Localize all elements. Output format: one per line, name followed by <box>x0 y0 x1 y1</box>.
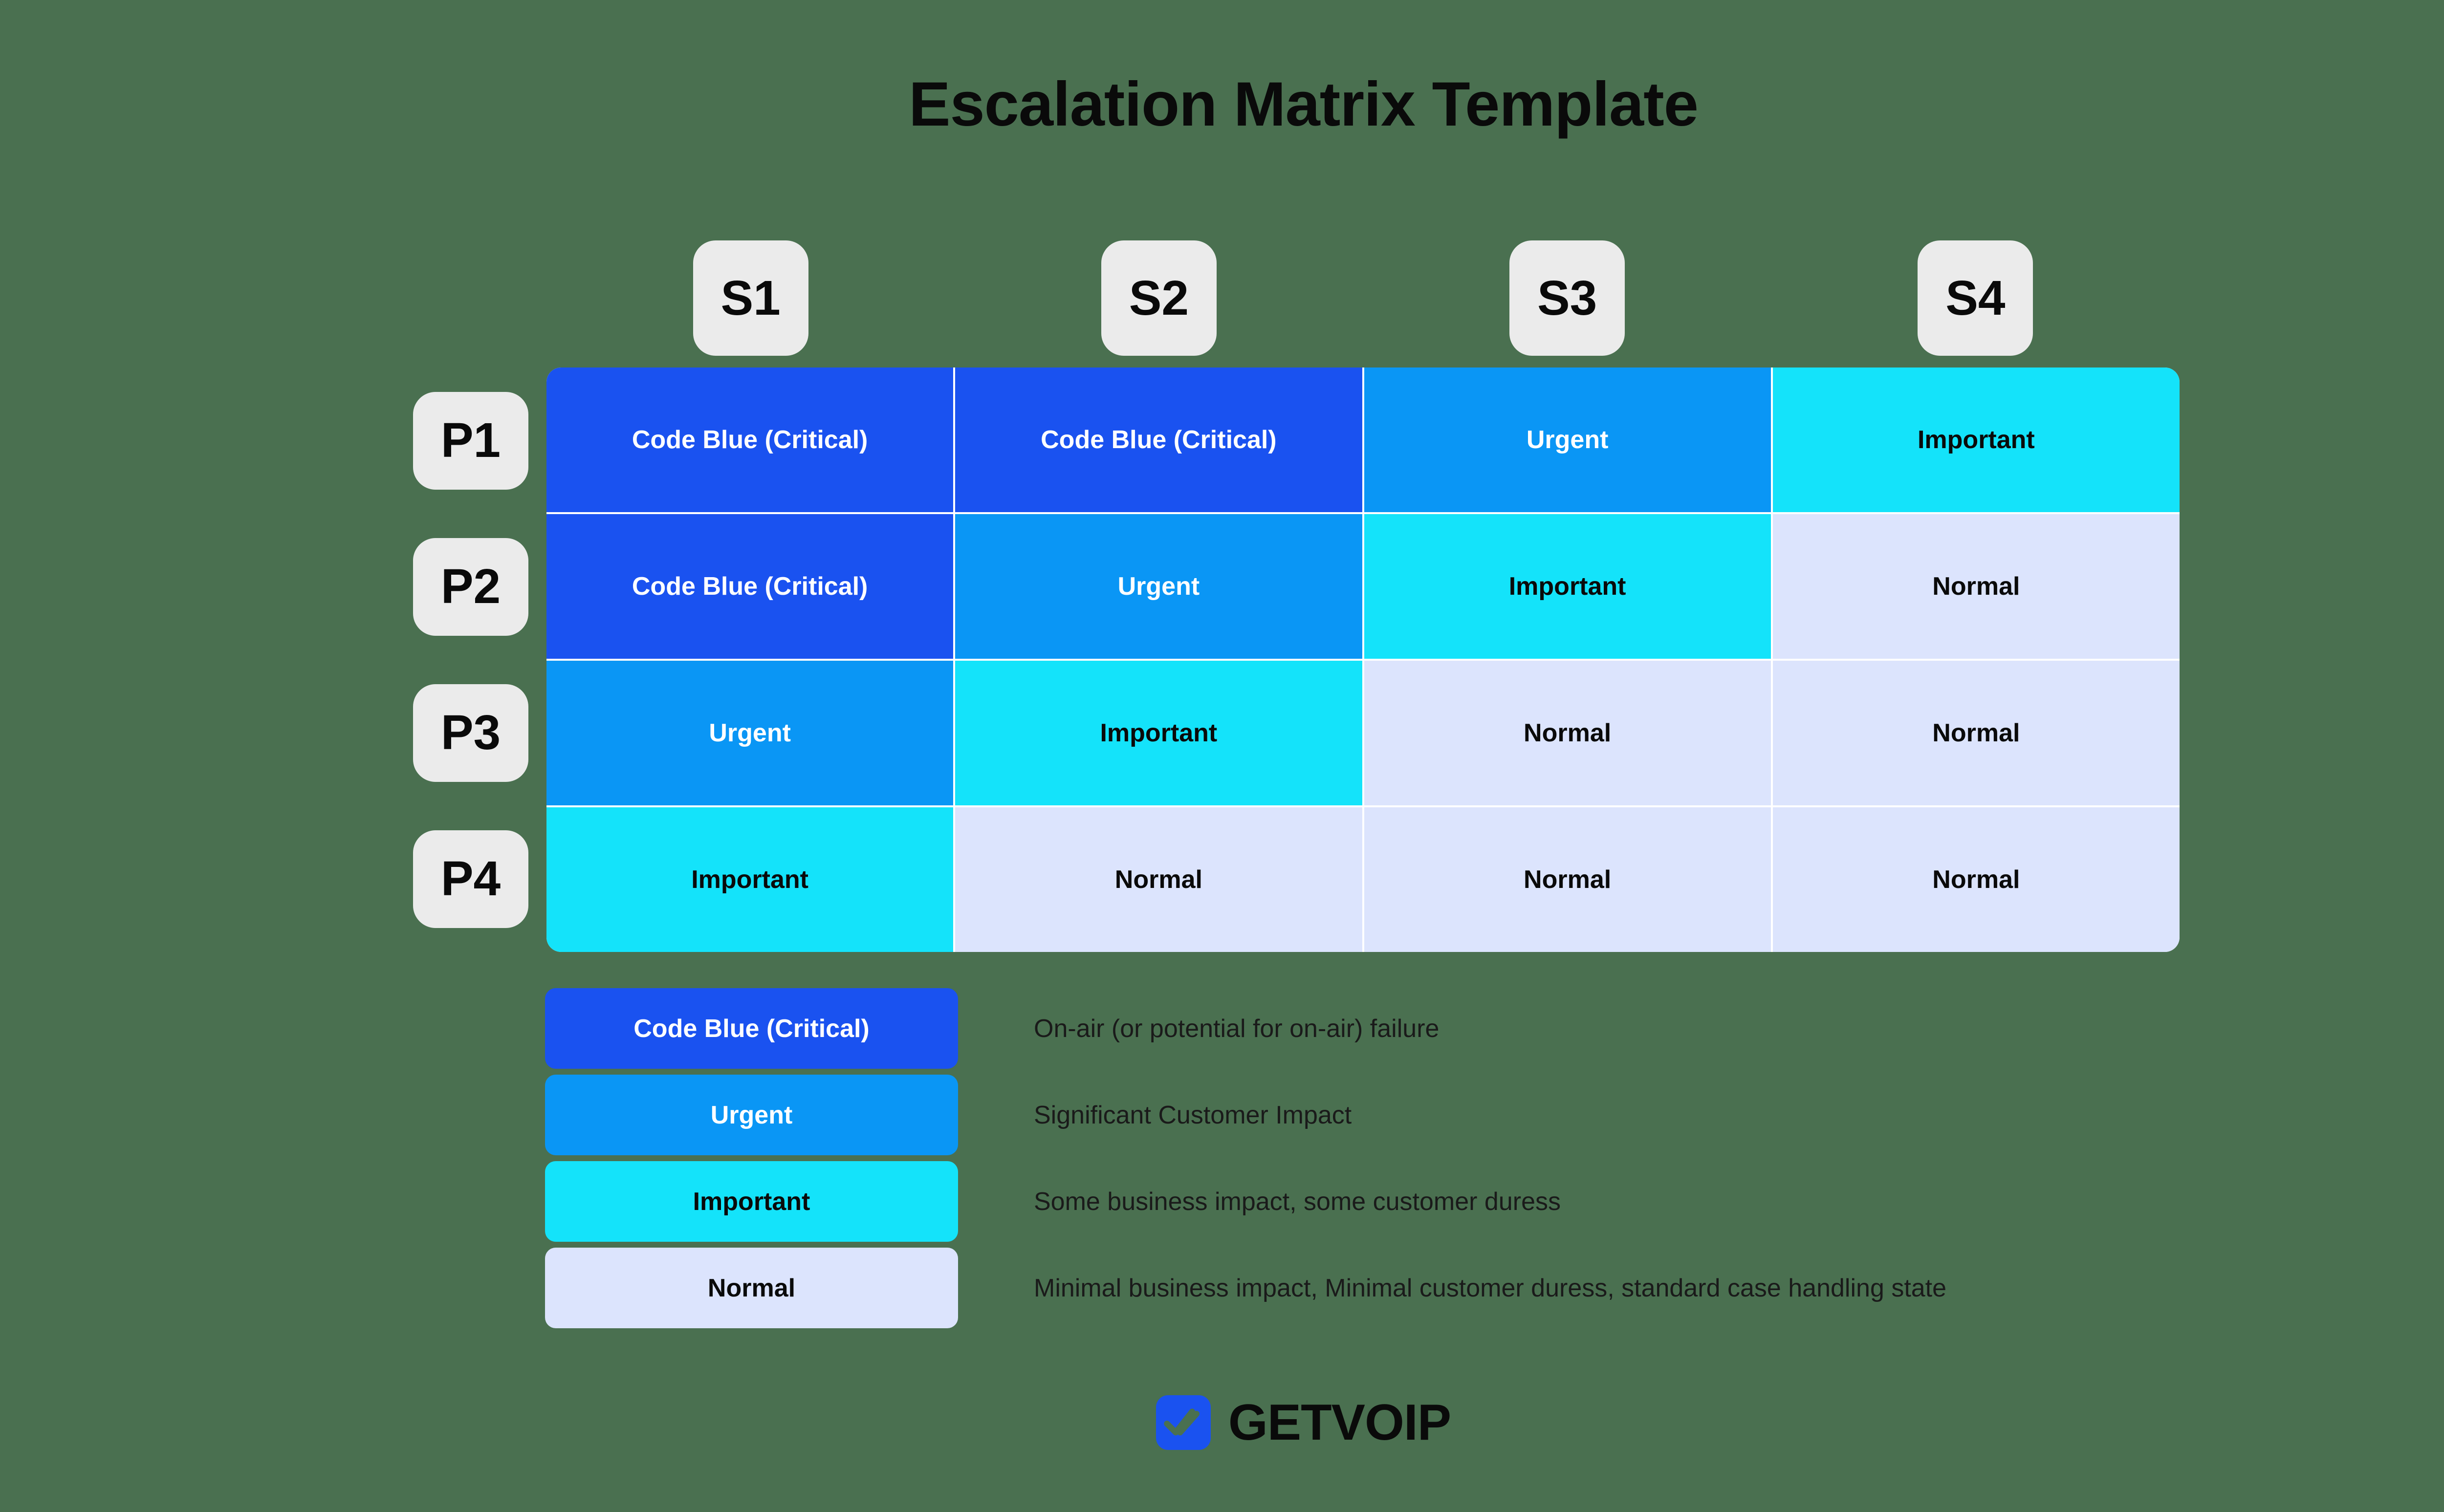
page-title: Escalation Matrix Template <box>909 69 1699 139</box>
column-header-s4: S4 <box>1918 240 2033 356</box>
column-header-slot: S3 <box>1363 240 1771 356</box>
matrix-row: Urgent Important Normal Normal <box>546 661 2180 805</box>
row-header-p4: P4 <box>413 830 528 928</box>
double-check-icon <box>1156 1395 1211 1450</box>
footer-brand: GETVOIP <box>0 1395 2444 1450</box>
legend-description: Minimal business impact, Minimal custome… <box>1034 1274 1947 1302</box>
escalation-matrix-grid: Code Blue (Critical) Code Blue (Critical… <box>546 367 2180 952</box>
legend-pill-urgent: Urgent <box>545 1075 958 1155</box>
column-header-slot: S1 <box>546 240 955 356</box>
matrix-cell: Important <box>546 807 954 952</box>
column-header-slot: S4 <box>1771 240 2180 356</box>
matrix-cell: Important <box>1364 514 1771 659</box>
legend-pill-important: Important <box>545 1161 958 1242</box>
column-header-s3: S3 <box>1509 240 1625 356</box>
column-header-s2: S2 <box>1101 240 1217 356</box>
row-header-p2: P2 <box>413 538 528 636</box>
column-header-slot: S2 <box>955 240 1363 356</box>
legend-item: Normal Minimal business impact, Minimal … <box>545 1248 1946 1328</box>
matrix-row: Important Normal Normal Normal <box>546 807 2180 952</box>
legend-pill-critical: Code Blue (Critical) <box>545 988 958 1069</box>
column-header-s1: S1 <box>693 240 808 356</box>
row-header-slot: P2 <box>413 514 528 660</box>
matrix-cell: Code Blue (Critical) <box>955 367 1362 512</box>
matrix-row: Code Blue (Critical) Code Blue (Critical… <box>546 367 2180 512</box>
row-header-p1: P1 <box>413 391 528 490</box>
matrix-cell: Normal <box>1772 514 2180 659</box>
matrix-row-headers: P1 P2 P3 P4 <box>413 367 528 952</box>
legend-item: Important Some business impact, some cus… <box>545 1161 1946 1242</box>
row-header-slot: P1 <box>413 367 528 514</box>
matrix-row: Code Blue (Critical) Urgent Important No… <box>546 514 2180 659</box>
brand-wordmark: GETVOIP <box>1228 1394 1451 1451</box>
matrix-cell: Urgent <box>1364 367 1771 512</box>
legend-description: Some business impact, some customer dure… <box>1034 1187 1561 1216</box>
legend-description: Significant Customer Impact <box>1034 1101 1352 1129</box>
row-header-p3: P3 <box>413 684 528 782</box>
legend-item: Code Blue (Critical) On-air (or potentia… <box>545 988 1946 1069</box>
matrix-cell: Normal <box>1364 661 1771 805</box>
row-header-slot: P3 <box>413 660 528 806</box>
matrix-cell: Code Blue (Critical) <box>546 514 954 659</box>
legend-description: On-air (or potential for on-air) failure <box>1034 1014 1440 1043</box>
matrix-cell: Important <box>1772 367 2180 512</box>
legend-item: Urgent Significant Customer Impact <box>545 1075 1946 1155</box>
legend-pill-normal: Normal <box>545 1248 958 1328</box>
matrix-cell: Code Blue (Critical) <box>546 367 954 512</box>
matrix-cell: Normal <box>1772 661 2180 805</box>
matrix-cell: Urgent <box>546 661 954 805</box>
matrix-cell: Urgent <box>955 514 1362 659</box>
matrix-cell: Normal <box>1364 807 1771 952</box>
matrix-column-headers: S1 S2 S3 S4 <box>546 240 2180 356</box>
row-header-slot: P4 <box>413 806 528 952</box>
matrix-cell: Normal <box>1772 807 2180 952</box>
matrix-cell: Normal <box>955 807 1362 952</box>
matrix-cell: Important <box>955 661 1362 805</box>
severity-legend: Code Blue (Critical) On-air (or potentia… <box>545 988 1946 1328</box>
